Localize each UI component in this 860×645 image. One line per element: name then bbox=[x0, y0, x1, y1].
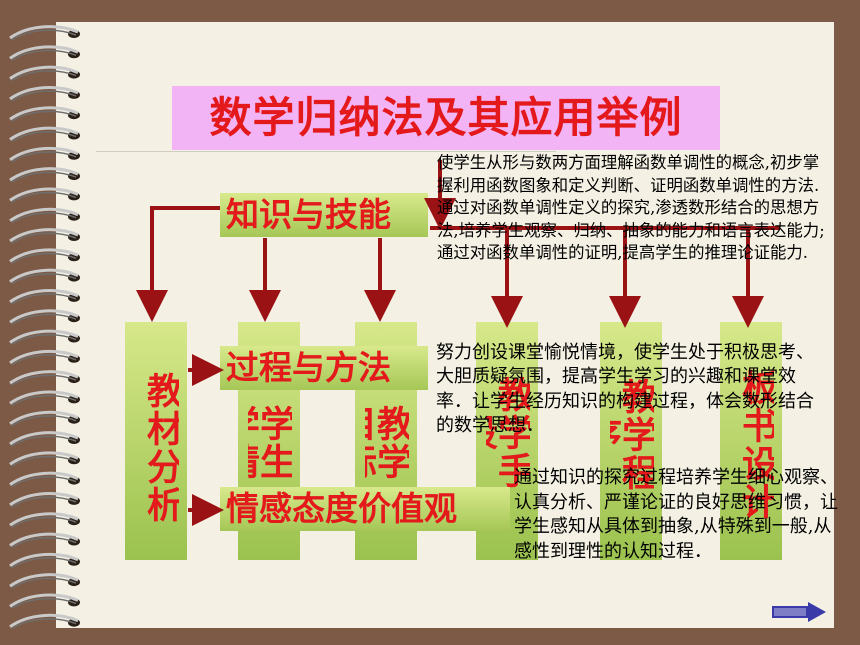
process-description: 努力创设课堂愉悦情境，使学生处于积极思考、大胆质疑氛围，提高学生学习的兴趣和课堂… bbox=[436, 342, 814, 437]
column-box-board-design bbox=[720, 322, 782, 560]
spiral-ring-icon bbox=[9, 492, 80, 508]
spiral-ring-icon bbox=[9, 167, 80, 183]
column-label-student-analysis: 学生学情 bbox=[248, 405, 292, 481]
arrow-knowledge-to-textbook bbox=[136, 206, 220, 322]
goal-box-knowledge bbox=[220, 193, 428, 237]
column-label-teaching-methods: 教学手段 bbox=[486, 376, 530, 490]
column-box-textbook-analysis bbox=[125, 322, 187, 560]
spiral-ring-icon bbox=[9, 532, 80, 549]
spiral-ring-icon bbox=[9, 390, 80, 407]
spiral-ring-icon bbox=[9, 349, 80, 366]
goal-knowledge-label: 知识与技能 bbox=[226, 195, 391, 234]
spiral-ring-icon bbox=[9, 613, 80, 630]
spiral-ring-icon bbox=[9, 146, 80, 163]
ruled-line bbox=[96, 151, 556, 152]
spiral-ring-icon bbox=[9, 65, 80, 82]
spiral-ring-icon bbox=[9, 431, 80, 447]
column-label-board-design: 板书设计 bbox=[736, 369, 774, 521]
column-label-teaching-process: 教学程序 bbox=[610, 378, 654, 492]
goal-box-emotion bbox=[220, 487, 510, 531]
column-box-teaching-process bbox=[600, 322, 662, 560]
spiral-ring-icon bbox=[9, 187, 80, 204]
spiral-ring-icon bbox=[9, 228, 80, 244]
next-arrow-icon[interactable] bbox=[770, 600, 830, 624]
spiral-ring-icon bbox=[9, 410, 80, 427]
spiral-ring-icon bbox=[9, 25, 80, 41]
spiral-ring-icon bbox=[9, 512, 80, 528]
spiral-ring-icon bbox=[9, 126, 80, 143]
spiral-ring-icon bbox=[9, 45, 80, 61]
spiral-ring-icon bbox=[9, 268, 80, 285]
spiral-ring-icon bbox=[9, 289, 80, 305]
column-label-teaching-goals: 教学目标 bbox=[365, 405, 409, 481]
emotion-description: 通过知识的探究过程培养学生细心观察、认真分析、严谨论证的良好思维习惯，让学生感知… bbox=[514, 467, 838, 562]
spiral-ring-icon bbox=[9, 207, 80, 224]
title-banner bbox=[172, 86, 720, 150]
column-label-textbook-analysis: 教材分析 bbox=[141, 372, 179, 524]
spiral-ring-icon bbox=[9, 106, 80, 122]
goal-process-label: 过程与方法 bbox=[226, 348, 391, 387]
spiral-ring-icon bbox=[9, 451, 80, 467]
spiral-ring-icon bbox=[9, 471, 80, 488]
spiral-ring-icon bbox=[9, 248, 80, 264]
goal-box-process bbox=[220, 346, 428, 390]
spiral-ring-icon bbox=[9, 86, 80, 102]
goal-emotion-label: 情感态度价值观 bbox=[226, 489, 457, 528]
spiral-ring-icon bbox=[9, 309, 80, 325]
spiral-ring-icon bbox=[9, 593, 80, 610]
page-title: 数学归纳法及其应用举例 bbox=[209, 93, 683, 142]
spiral-ring-icon bbox=[9, 573, 80, 589]
spiral-binding bbox=[9, 25, 80, 630]
spiral-ring-icon bbox=[9, 329, 80, 346]
spiral-ring-icon bbox=[9, 552, 80, 569]
knowledge-description: 使学生从形与数两方面理解函数单调性的概念,初步掌握利用函数图象和定义判断、证明函… bbox=[437, 153, 825, 262]
spiral-ring-icon bbox=[9, 370, 80, 386]
